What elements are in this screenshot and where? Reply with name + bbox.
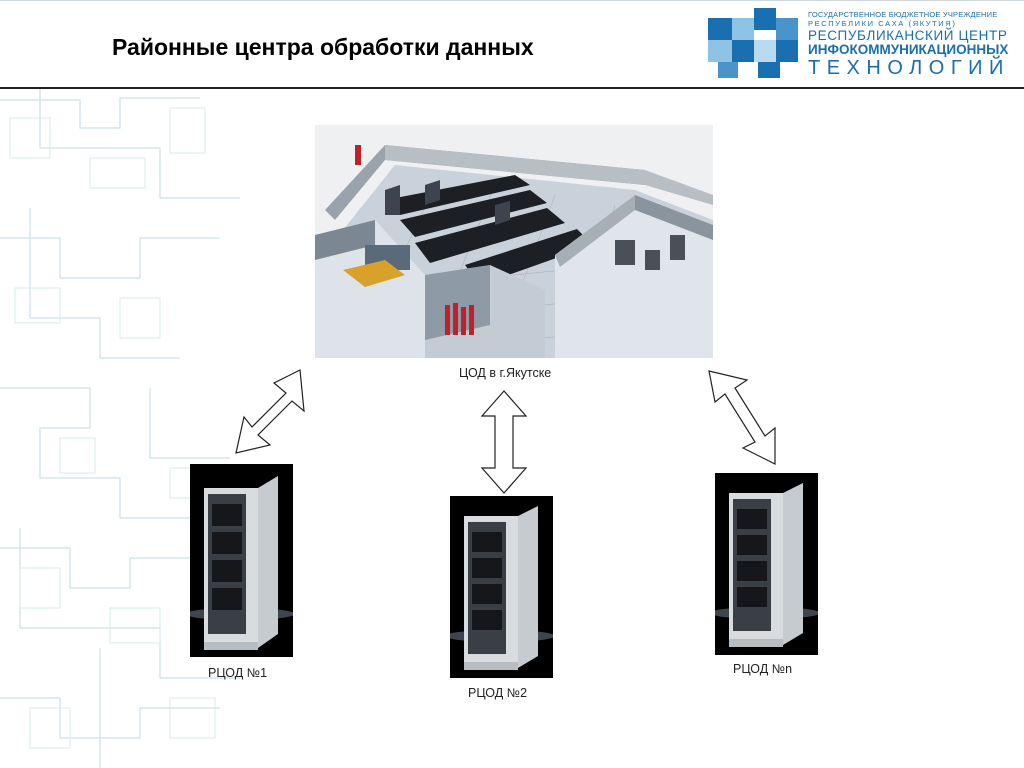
header-divider [0,87,1024,89]
rack-image-2 [450,496,553,678]
node-label-2: РЦОД №2 [468,686,528,700]
main-node-label: ЦОД в г.Якутске [459,366,552,380]
node-label-n: РЦОД №n [733,662,793,676]
logo-org-type: ГОСУДАРСТВЕННОЕ БЮДЖЕТНОЕ УЧРЕЖДЕНИЕ [808,10,998,19]
rack-image-n [715,473,818,655]
data-center-image [315,125,713,358]
logo-center: РЕСПУБЛИКАНСКИЙ ЦЕНТР [808,28,1008,43]
slide-title: Районные центра обработки данных [112,34,534,60]
top-border [0,0,1024,1]
node-label-1: РЦОД №1 [208,666,268,680]
logo-tech: ТЕХНОЛОГИЙ [808,57,1010,79]
logo-icon [708,8,798,78]
double-arrow-left-icon [235,369,305,454]
rack-image-1 [190,464,293,657]
logo-region: РЕСПУБЛИКИ САХА (ЯКУТИЯ) [808,19,957,28]
logo-infocom: ИНФОКОММУНИКАЦИОННЫХ [808,42,1009,57]
logo-text: ГОСУДАРСТВЕННОЕ БЮДЖЕТНОЕ УЧРЕЖДЕНИЕ РЕС… [808,10,1018,79]
background-pattern [0,88,240,768]
double-arrow-right-icon [708,370,776,465]
double-arrow-center-icon [480,390,528,494]
